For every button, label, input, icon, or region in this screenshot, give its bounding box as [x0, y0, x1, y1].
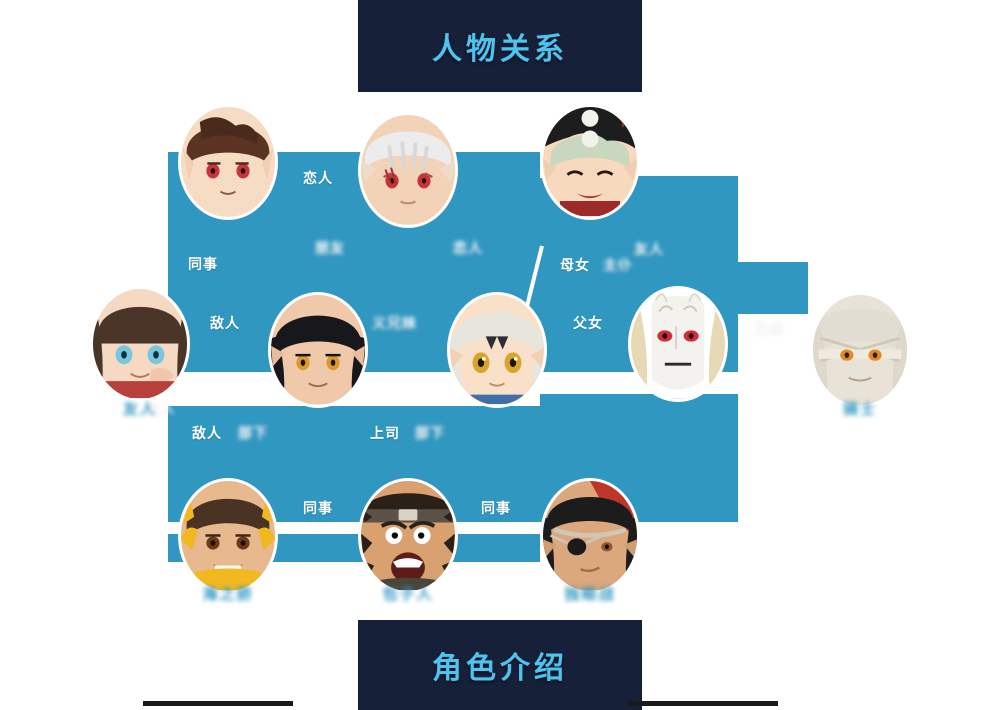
relation-label: 敌人 — [210, 316, 240, 332]
character-portrait[interactable] — [628, 286, 728, 402]
relation-label: 主仆 — [603, 258, 633, 274]
relation-label: 父女 — [573, 316, 603, 332]
portrait-art-icon — [543, 107, 637, 217]
relation-label: 部下 — [238, 426, 268, 442]
character-portrait[interactable] — [540, 104, 640, 220]
section-title-relationships: 人物关系 — [358, 0, 642, 92]
relation-label: 恋人 — [453, 241, 483, 257]
character-portrait[interactable] — [358, 112, 458, 228]
relation-label: 敌人 — [192, 426, 222, 442]
character-name-label: 海之骄 — [202, 585, 254, 603]
section-title-relationships-text: 人物关系 — [432, 32, 568, 67]
portrait-art-icon — [361, 115, 455, 225]
character-portrait[interactable] — [268, 292, 368, 408]
relation-label: 朋友 — [315, 241, 345, 257]
character-portrait[interactable] — [178, 478, 278, 594]
character-name-label: 独眼战 — [564, 585, 616, 603]
relation-label: 部下 — [415, 426, 445, 442]
divider-rule-right — [628, 701, 778, 706]
character-name-label: 包子人 — [382, 585, 434, 603]
relation-label: 上司 — [370, 426, 400, 442]
character-name-label: 友人 — [122, 400, 157, 418]
character-portrait[interactable] — [90, 286, 190, 402]
character-portrait[interactable] — [447, 292, 547, 408]
portrait-art-icon — [93, 289, 187, 399]
portrait-art-icon — [271, 295, 365, 405]
character-portrait[interactable] — [540, 478, 640, 594]
divider-rule-left — [143, 701, 293, 706]
portrait-art-icon — [361, 481, 455, 591]
character-name-label: 骑士 — [842, 400, 877, 418]
slab-notch — [738, 314, 810, 414]
portrait-art-icon — [450, 295, 544, 405]
relation-label: 恋人 — [303, 171, 333, 187]
relation-label: 同事 — [303, 501, 333, 517]
section-title-characters-text: 角色介绍 — [432, 651, 568, 686]
character-portrait[interactable] — [358, 478, 458, 594]
relation-label: 义兄妹 — [372, 316, 417, 332]
portrait-art-icon — [181, 481, 275, 591]
relation-label: 同事 — [481, 501, 511, 517]
character-portrait[interactable] — [810, 292, 910, 408]
relation-label: 母女 — [560, 258, 590, 274]
portrait-art-icon — [181, 107, 275, 217]
relation-label: 兄妹 — [754, 320, 784, 336]
relation-label: 友人 — [145, 401, 175, 417]
section-title-characters: 角色介绍 — [358, 620, 642, 710]
portrait-art-icon — [813, 295, 907, 405]
character-portrait[interactable] — [178, 104, 278, 220]
relation-label: 同事 — [188, 257, 218, 273]
portrait-art-icon — [543, 481, 637, 591]
portrait-art-icon — [631, 289, 725, 399]
relation-label: 友人 — [634, 242, 664, 258]
